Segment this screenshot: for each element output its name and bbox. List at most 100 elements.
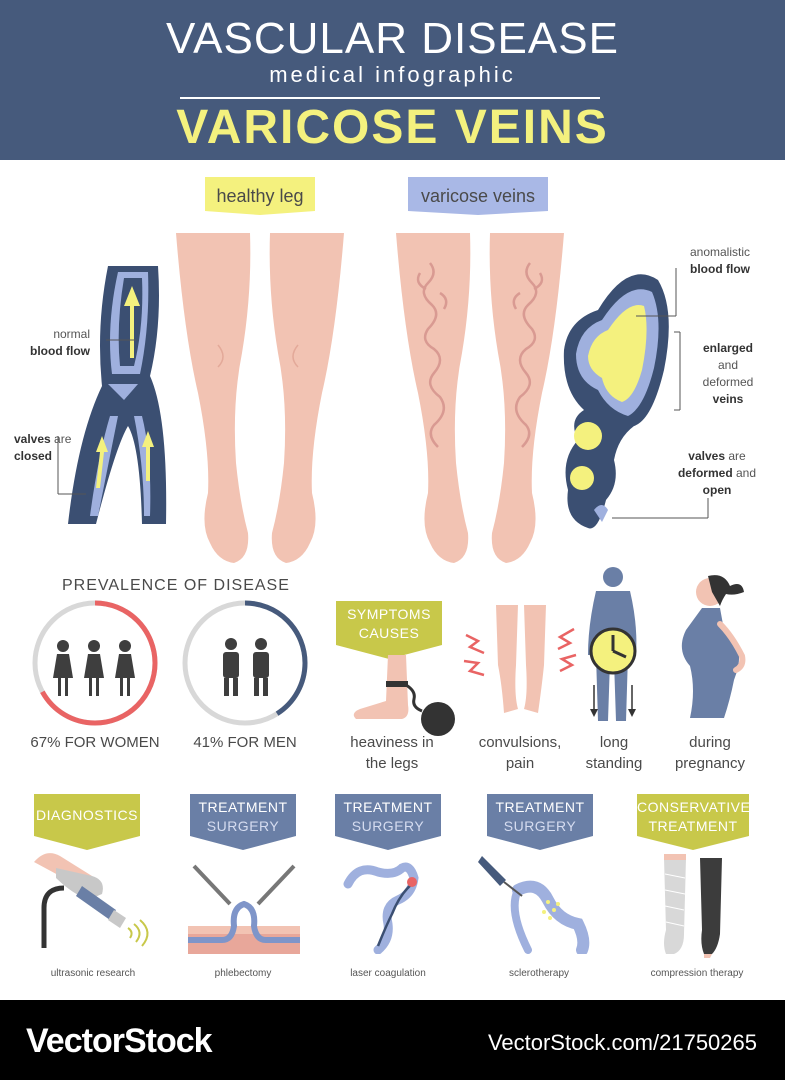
treatment-1-line2: SURGERY: [206, 818, 280, 834]
symptoms-banner-bg: [336, 601, 442, 659]
ultrasonic-illustration: [34, 853, 149, 948]
sclerotherapy-illustration: [478, 856, 590, 954]
syringe-icon: [478, 856, 523, 897]
men-prevalence-ring: [182, 600, 308, 726]
enlarged-line4: veins: [712, 392, 744, 406]
header-banner: VASCULAR DISEASE medical infographic VAR…: [0, 0, 785, 160]
surgery-banner-bg-1: [190, 794, 296, 850]
ball-and-chain-icon: [421, 702, 455, 736]
long-standing-illustration: [588, 567, 637, 721]
enlarged-line1: enlarged: [702, 341, 753, 355]
valves-deformed-rest: are: [725, 449, 746, 463]
varicose-legs-illustration: [396, 233, 564, 563]
valves-deformed-note: valves are deformed and open: [662, 448, 772, 499]
woman-icon: [115, 640, 135, 696]
men-percent-label: 41% FOR MEN: [193, 734, 297, 751]
arrow-up-icon: [124, 286, 140, 358]
symptom-standing-label: long standing: [572, 732, 656, 774]
symptoms-banner: SYMPTOMS CAUSES: [336, 605, 442, 643]
valves-closed-note: valves are closed: [14, 431, 74, 465]
treatment-4-line1: CONSERVATIVE: [637, 799, 751, 815]
healthy-vein-diagram: [68, 266, 167, 524]
symptom-standing-line1: long: [599, 734, 629, 751]
valves-deformed-bold: valves: [688, 449, 725, 463]
symptom-heaviness-label: heaviness in the legs: [340, 732, 444, 774]
scalpel-icon: [192, 864, 296, 906]
symptom-pregnancy-label: during pregnancy: [664, 732, 756, 774]
surgery-banner-2: TREATMENT SURGERY: [335, 798, 441, 836]
valves-closed-line2: closed: [14, 449, 53, 463]
symptom-convulsions-line2: pain: [505, 755, 535, 772]
conservative-banner: CONSERVATIVE TREATMENT: [637, 798, 751, 836]
woman-icon: [53, 640, 73, 696]
diagnostics-banner: DIAGNOSTICS: [34, 806, 140, 825]
woman-icon: [84, 640, 104, 696]
pain-flash-icon: [463, 627, 577, 677]
women-prevalence-ring: [32, 600, 158, 726]
caption-compression: compression therapy: [650, 968, 744, 979]
normal-flow-note: normal blood flow: [30, 326, 90, 360]
symptom-pregnancy-line1: during: [689, 734, 731, 751]
healthy-leg-tag-bg: [205, 177, 315, 215]
treatment-1-line1: TREATMENT: [198, 799, 288, 815]
symptoms-banner-line2: CAUSES: [358, 625, 420, 641]
women-percent-label: 67% FOR WOMEN: [30, 734, 160, 751]
enlarged-line3: deformed: [702, 375, 754, 389]
surgery-banner-bg-2: [335, 794, 441, 850]
compression-therapy-illustration: [664, 854, 722, 958]
women-ring-progress: [32, 600, 158, 726]
treatment-2-line2: SURGERY: [351, 818, 425, 834]
caption-phlebectomy: phlebectomy: [214, 968, 272, 979]
normal-flow-line2: blood flow: [30, 344, 90, 358]
healthy-leg-label: healthy leg: [216, 186, 304, 206]
symptom-standing-line2: standing: [585, 755, 643, 772]
main-title: VARICOSE VEINS: [176, 101, 609, 154]
anomalistic-flow-note: anomalistic blood flow: [680, 244, 760, 278]
caption-laser: laser coagulation: [350, 968, 426, 979]
anomalistic-line1: anomalistic: [689, 245, 751, 259]
treatment-0-line1: DIAGNOSTICS: [36, 807, 138, 823]
treatment-3-line2: SURGERY: [503, 818, 577, 834]
man-icon: [253, 638, 269, 696]
enlarged-veins-note: enlarged and deformed veins: [684, 340, 772, 408]
footer-url: VectorStock.com/21750265: [487, 1030, 757, 1055]
arrow-up-icon: [142, 431, 154, 481]
symptom-convulsions-label: convulsions, pain: [468, 732, 572, 774]
ultrasound-probe-icon: [76, 886, 126, 928]
treatment-4-line2: TREATMENT: [648, 818, 738, 834]
caption-ultrasonic: ultrasonic research: [50, 968, 136, 979]
arrow-up-icon: [96, 436, 108, 488]
treatment-2-line1: TREATMENT: [343, 799, 433, 815]
clock-icon: [589, 627, 637, 675]
valves-deformed-line2-bold: deformed: [677, 466, 733, 480]
phlebectomy-illustration: [188, 864, 300, 954]
healthy-legs-illustration: [176, 233, 344, 563]
treatment-3-line1: TREATMENT: [495, 799, 585, 815]
valves-deformed-line2-rest: and: [732, 466, 757, 480]
varicose-vein-diagram: [563, 274, 669, 529]
valves-closed-rest: are: [50, 432, 72, 446]
man-icon: [223, 638, 239, 696]
page-subtitle: medical infographic: [269, 62, 516, 87]
watermark-footer: VectorStock VectorStock.com/21750265: [0, 1000, 785, 1080]
conservative-banner-bg: [637, 794, 749, 850]
varicose-tag-bg: [408, 177, 548, 215]
anomalistic-line2: blood flow: [690, 262, 750, 276]
compression-stocking-icon: [700, 858, 722, 954]
symptom-pregnancy-line2: pregnancy: [674, 755, 746, 772]
pregnancy-illustration: [681, 575, 746, 718]
varicose-veins-label: varicose veins: [420, 186, 536, 206]
surgery-banner-bg-3: [487, 794, 593, 850]
symptoms-banner-line1: SYMPTOMS: [347, 606, 431, 622]
symptom-convulsions-line1: convulsions,: [478, 734, 562, 751]
valves-closed-bold: valves: [14, 432, 51, 446]
surgery-banner-3: TREATMENT SURGERY: [487, 798, 593, 836]
valves-deformed-line3: open: [702, 483, 732, 497]
men-ring-progress: [182, 600, 308, 726]
symptom-heaviness-line1: heaviness in: [350, 734, 434, 751]
surgery-banner-1: TREATMENT SURGERY: [190, 798, 296, 836]
healthy-vein-pointer-lines: [57, 339, 136, 495]
enlarged-line2: and: [717, 358, 739, 372]
varicose-vein-pointer-lines: [612, 268, 709, 519]
prevalence-title: PREVALENCE OF DISEASE: [62, 577, 290, 594]
